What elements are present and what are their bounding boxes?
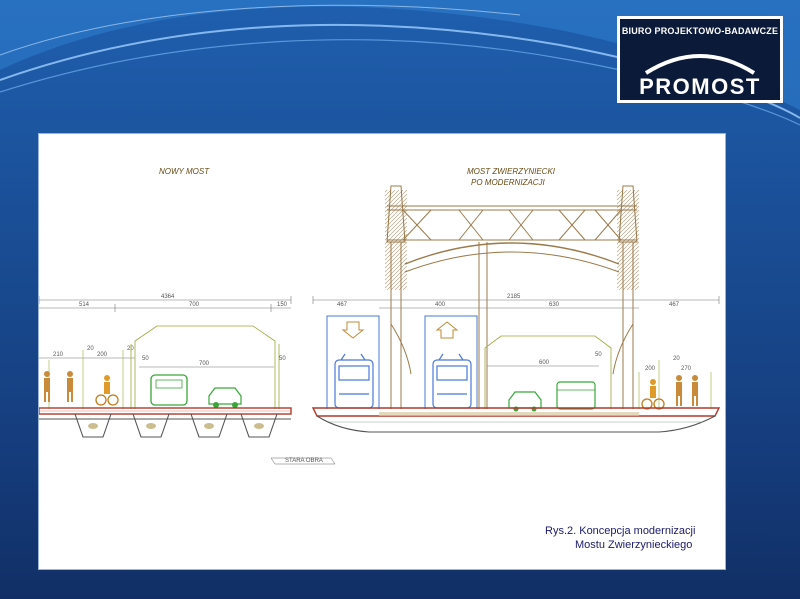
tram-icon-right — [432, 353, 472, 409]
left-dim-8: 700 — [199, 361, 210, 367]
right-dim-4: 630 — [549, 302, 560, 308]
left-dim-total: 4364 — [161, 294, 175, 300]
right-title-line2: PO MODERNIZACJI — [471, 178, 546, 187]
left-dimension-lines — [39, 296, 292, 368]
right-dim-3: 400 — [435, 302, 446, 308]
tram-envelope-right — [424, 315, 478, 409]
right-dim-2: 467 — [669, 302, 680, 308]
right-dim-6: 50 — [595, 352, 602, 358]
direction-arrow-icon — [341, 321, 459, 339]
left-dim-3: 150 — [277, 302, 288, 308]
logo-subtitle: BIURO PROJEKTOWO-BADAWCZE — [621, 26, 779, 36]
old-pillar-label: STARA OBRA — [285, 458, 323, 464]
bridge-arch-icon — [644, 54, 756, 75]
logo-name: PROMOST — [639, 74, 761, 99]
right-dim-5: 600 — [539, 360, 550, 366]
drawing-sheet: NOWY MOST 4364 514 700 150 210 20 200 20… — [38, 133, 726, 570]
caption-line1: Rys.2. Koncepcja modernizacji — [545, 525, 696, 537]
company-logo: BIURO PROJEKTOWO-BADAWCZE PROMOST — [617, 16, 783, 103]
left-dim-4: 210 — [53, 352, 64, 358]
bridge-cross-section-drawing: NOWY MOST 4364 514 700 150 210 20 200 20… — [39, 167, 721, 465]
left-title: NOWY MOST — [159, 167, 210, 176]
right-dim-8: 270 — [681, 366, 692, 372]
right-deck — [311, 407, 721, 433]
right-clearance-envelope — [484, 335, 612, 409]
left-dim-9: 50 — [142, 356, 149, 362]
left-dim-6: 200 — [97, 352, 108, 358]
right-dim-total: 2185 — [507, 294, 521, 300]
right-dim-9: 20 — [673, 356, 680, 362]
left-clearance-envelope — [134, 325, 276, 409]
pedestrian-icon — [44, 371, 73, 402]
bus-icon-left — [150, 374, 188, 406]
car-icon-left — [208, 387, 242, 408]
figure-caption: Rys.2. Koncepcja modernizacji Mostu Zwie… — [545, 524, 695, 552]
left-dim-1: 514 — [79, 302, 90, 308]
right-title-line1: MOST ZWIERZYNIECKI — [467, 167, 556, 176]
right-dim-7: 200 — [645, 366, 656, 372]
cyclist-icon-right — [641, 379, 665, 410]
cyclist-icon — [95, 375, 119, 406]
tram-envelope-left — [326, 315, 380, 409]
right-dimension-lines — [312, 296, 720, 367]
pedestrian-icon-right — [676, 375, 698, 406]
tram-icon-left — [334, 353, 374, 409]
left-girders — [39, 413, 291, 438]
caption-line2: Mostu Zwierzynieckiego — [575, 539, 693, 551]
left-dim-5: 20 — [87, 346, 94, 352]
left-dim-10: 50 — [279, 356, 286, 362]
left-dim-2: 700 — [189, 302, 200, 308]
bus-icon-right — [556, 381, 596, 410]
right-dim-1: 467 — [337, 302, 348, 308]
